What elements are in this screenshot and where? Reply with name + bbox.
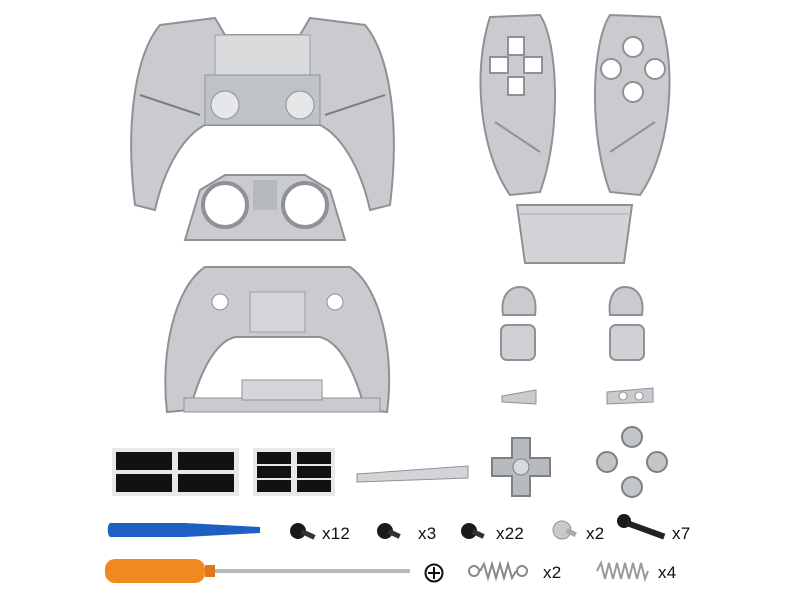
silver-screw-icon <box>550 518 580 544</box>
front-shell <box>120 15 405 215</box>
screwdriver-icon <box>105 555 415 587</box>
spring-icon <box>468 560 528 582</box>
screw-qty-e: x7 <box>672 524 691 543</box>
screw-qty-b: x3 <box>418 524 437 543</box>
coil-spring-icon <box>595 560 650 582</box>
metal-bar <box>355 460 470 486</box>
back-shell <box>155 262 400 417</box>
left-small-lever <box>500 384 538 408</box>
touchpad-cover <box>512 200 637 268</box>
screw-icon <box>458 520 488 546</box>
screw-icon <box>287 520 317 546</box>
screw-icon <box>374 520 404 546</box>
left-trigger-set <box>495 285 540 365</box>
middle-frame <box>165 170 365 245</box>
right-trigger-set <box>605 285 650 365</box>
back-rail <box>182 378 382 414</box>
spring-qty-a: x2 <box>543 563 562 582</box>
right-grip-panel <box>585 12 680 197</box>
right-small-lever <box>605 384 655 408</box>
pry-tool-icon <box>105 515 265 545</box>
face-buttons <box>595 425 670 500</box>
long-screw-icon <box>615 512 670 542</box>
spring-qty-b: x4 <box>658 563 677 582</box>
button-pad-strip-b <box>253 448 335 496</box>
screw-qty-c: x22 <box>496 524 525 543</box>
button-pad-strip-a <box>112 448 239 496</box>
phillips-cross-icon <box>424 563 444 583</box>
left-grip-panel <box>470 12 565 197</box>
screw-qty-d: x2 <box>586 524 605 543</box>
screw-qty-a: x12 <box>322 524 351 543</box>
dpad <box>490 436 552 498</box>
